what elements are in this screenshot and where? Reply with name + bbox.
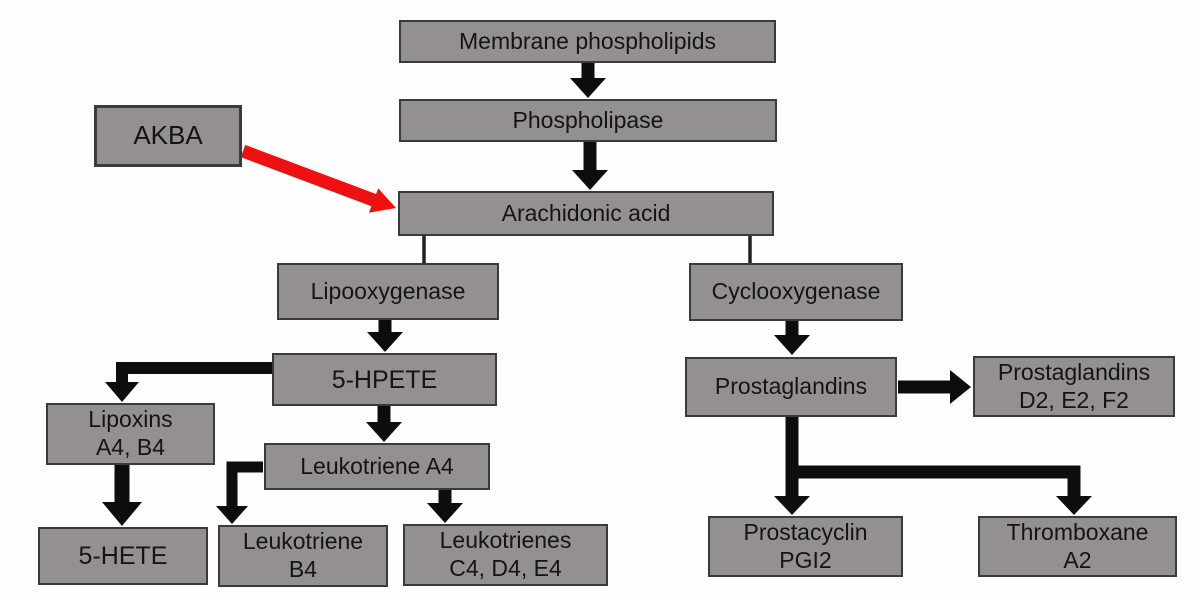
node-prostaglandins: Prostaglandins [685, 357, 897, 417]
arrowhead-membrane-to-phospholipase [570, 78, 606, 98]
node-akba: AKBA [94, 105, 242, 167]
arrow-prostaglandins-to-thromboxane [792, 465, 1081, 500]
arrowhead-leukotriene-a4-to-cde [427, 503, 463, 523]
node-phospholipase: Phospholipase [399, 99, 777, 142]
arrowhead-leukotriene-a4-to-b4 [216, 506, 248, 524]
arrowhead-prostaglandins-to-def [950, 370, 971, 404]
arrowhead-cyclooxygenase-to-prostaglandins [774, 335, 810, 355]
node-leukotriene-b4: Leukotriene B4 [218, 525, 388, 587]
node-prostacyclin-pgi2: Prostacyclin PGI2 [708, 516, 903, 577]
node-5-hete: 5-HETE [38, 527, 208, 585]
arrowhead-phospholipase-to-arachidonic [572, 170, 608, 190]
node-leukotrienes-c4-d4-e4: Leukotrienes C4, D4, E4 [403, 524, 608, 586]
node-5-hpete: 5-HPETE [272, 353, 497, 406]
arrowhead-akba-to-arachidonic [368, 188, 396, 213]
arrowhead-prostaglandins-to-thromboxane [1056, 496, 1092, 515]
arrow-akba-to-arachidonic [240, 144, 379, 208]
node-lipoxins-a4-b4: Lipoxins A4, B4 [46, 403, 215, 465]
node-cyclooxygenase: Cyclooxygenase [689, 263, 903, 321]
arrowhead-hpete-to-lipoxins [105, 382, 139, 402]
arrowhead-prostaglandins-to-prostacyclin [774, 496, 810, 515]
arrowhead-hpete-to-leukotriene-a4 [366, 422, 402, 442]
arrowhead-lipooxygenase-to-hpete [367, 332, 403, 352]
arrow-leukotriene-a4-to-b4 [226, 461, 263, 507]
arrowhead-lipoxins-to-hete [102, 502, 142, 526]
node-lipooxygenase: Lipooxygenase [277, 263, 499, 320]
node-prostaglandins-d2-e2-f2: Prostaglandins D2, E2, F2 [973, 356, 1175, 417]
node-thromboxane-a2: Thromboxane A2 [978, 516, 1177, 577]
node-arachidonic-acid: Arachidonic acid [398, 191, 774, 236]
node-leukotriene-a4: Leukotriene A4 [264, 443, 490, 490]
arrow-hpete-to-lipoxins [116, 362, 273, 384]
node-membrane-phospholipids: Membrane phospholipids [399, 20, 776, 63]
